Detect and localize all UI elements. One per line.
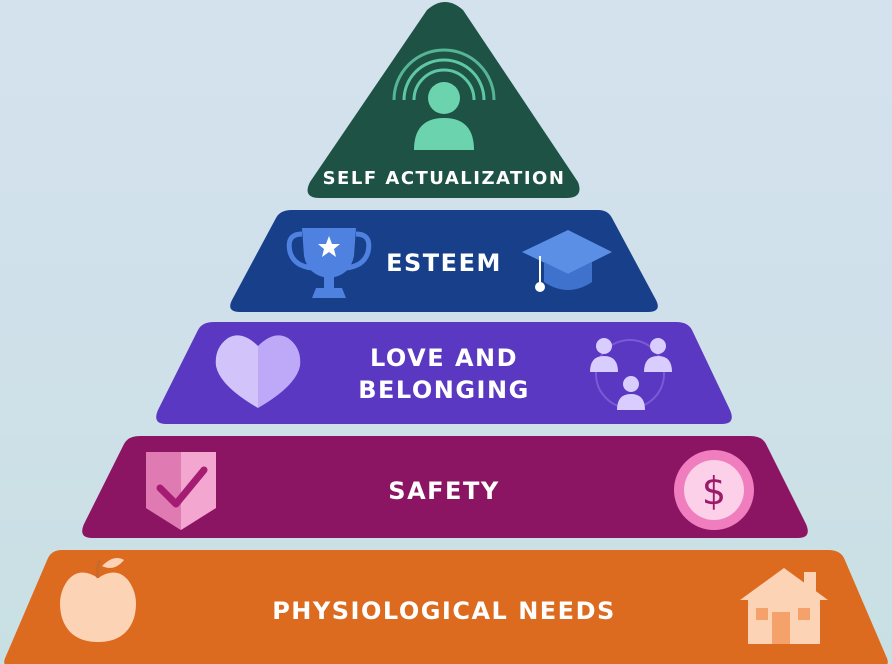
tier-safety <box>82 436 808 538</box>
apple-icon <box>60 558 136 642</box>
label-esteem: ESTEEM <box>386 249 502 277</box>
label-love-and-belonging-line2: BELONGING <box>358 376 530 404</box>
people-group-icon <box>590 338 672 410</box>
tier-physiological-needs <box>4 550 888 664</box>
heart-icon <box>215 335 301 408</box>
label-physiological-needs: PHYSIOLOGICAL NEEDS <box>272 597 616 625</box>
label-love-and-belonging-line1: LOVE AND <box>370 344 518 372</box>
trophy-icon <box>286 228 372 298</box>
label-self-actualization: SELF ACTUALIZATION <box>323 168 566 189</box>
house-icon <box>740 568 828 644</box>
shield-check-icon <box>146 452 216 530</box>
person-signal-icon <box>382 48 506 152</box>
svg-text:$: $ <box>702 469 726 513</box>
label-safety: SAFETY <box>388 477 499 505</box>
graduation-cap-icon <box>522 230 612 292</box>
tier-love-and-belonging <box>156 322 732 424</box>
dollar-coin-icon: $ <box>674 450 754 530</box>
